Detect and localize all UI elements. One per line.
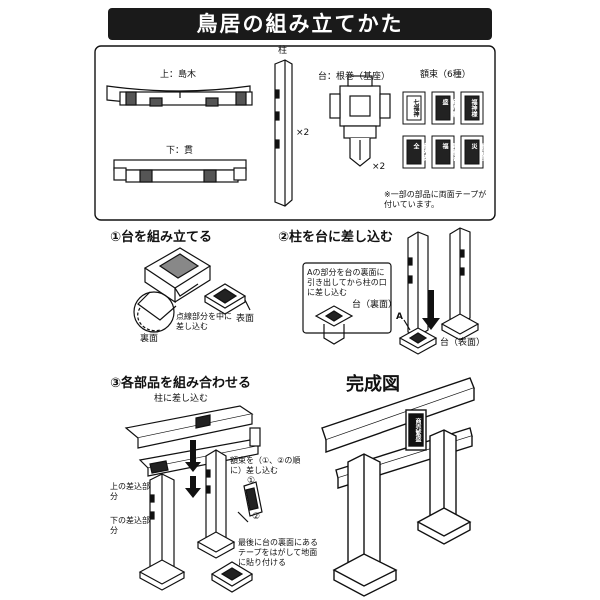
plaque-text-2: 商売繁盛	[441, 99, 457, 117]
step2-instruction: Aの部分を台の裏面に引き出してから柱の口に差し込む	[307, 268, 387, 297]
bottom-beam-label: 下：貫	[166, 146, 194, 156]
pillar-count: ×2	[296, 128, 310, 138]
top-beam-part	[106, 85, 253, 107]
step3-insert-pillar: 柱に差し込む	[154, 394, 209, 404]
plaque-parts	[402, 91, 484, 169]
step2-base-back-label: 台（裏面）	[352, 300, 398, 310]
step2-base-front-label: 台（表面）	[440, 338, 486, 348]
step3-circle-2: ②	[252, 512, 261, 522]
step1-heading: ①台を組み立てる	[110, 230, 213, 245]
step3-lower-slot: 下の差込部分	[110, 516, 150, 535]
pillar-label: 柱	[278, 46, 288, 56]
tape-note: ※一部の部品に両面テープが付いています。	[384, 190, 487, 209]
step1-dotted-note: 点線部分を中に差し込む	[176, 312, 232, 331]
base-label: 台：根巻（基座）	[318, 72, 391, 82]
plaque-text-6: 無病息災	[470, 143, 486, 161]
base-part	[329, 75, 391, 167]
plaque-text-3: 福神様	[470, 99, 477, 117]
step1-back-label: 裏面	[140, 334, 159, 344]
title-bar	[108, 8, 492, 40]
bottom-beam-part	[113, 159, 247, 183]
plaque-text-5: 開運招福	[441, 143, 457, 161]
top-beam-label: 上：島木	[160, 70, 197, 80]
plaque-text-4: 家内安全	[412, 143, 428, 161]
step2-heading: ②柱を台に差し込む	[278, 230, 394, 245]
step3-drawing	[124, 405, 263, 593]
completed-plaque-text: 商売繁盛	[414, 418, 421, 442]
step1-box-drawing	[133, 247, 251, 333]
page-title: 鳥居の組み立てかた	[196, 12, 404, 36]
step3-heading: ③各部品を組み合わせる	[110, 376, 252, 391]
plaque-label: 額束（6種）	[420, 70, 471, 80]
step2-drawing	[302, 227, 480, 355]
pillar-part	[274, 59, 293, 207]
plaque-text-1: 七福神	[412, 99, 419, 117]
completed-torii	[321, 377, 475, 597]
step2-marker-a: A	[396, 312, 403, 322]
step3-plaque-note: 額束を（①、②の順に）差し込む	[230, 456, 301, 475]
step3-circle-1: ①	[247, 476, 256, 486]
completed-heading: 完成図	[346, 374, 400, 395]
base-count: ×2	[372, 162, 386, 172]
parts-box	[94, 45, 496, 221]
step1-front-label: 表面	[236, 314, 255, 324]
step3-final-note: 最後に台の裏面にあるテープをはがして地面に貼り付ける	[238, 538, 318, 567]
step3-upper-slot: 上の差込部分	[110, 482, 150, 501]
